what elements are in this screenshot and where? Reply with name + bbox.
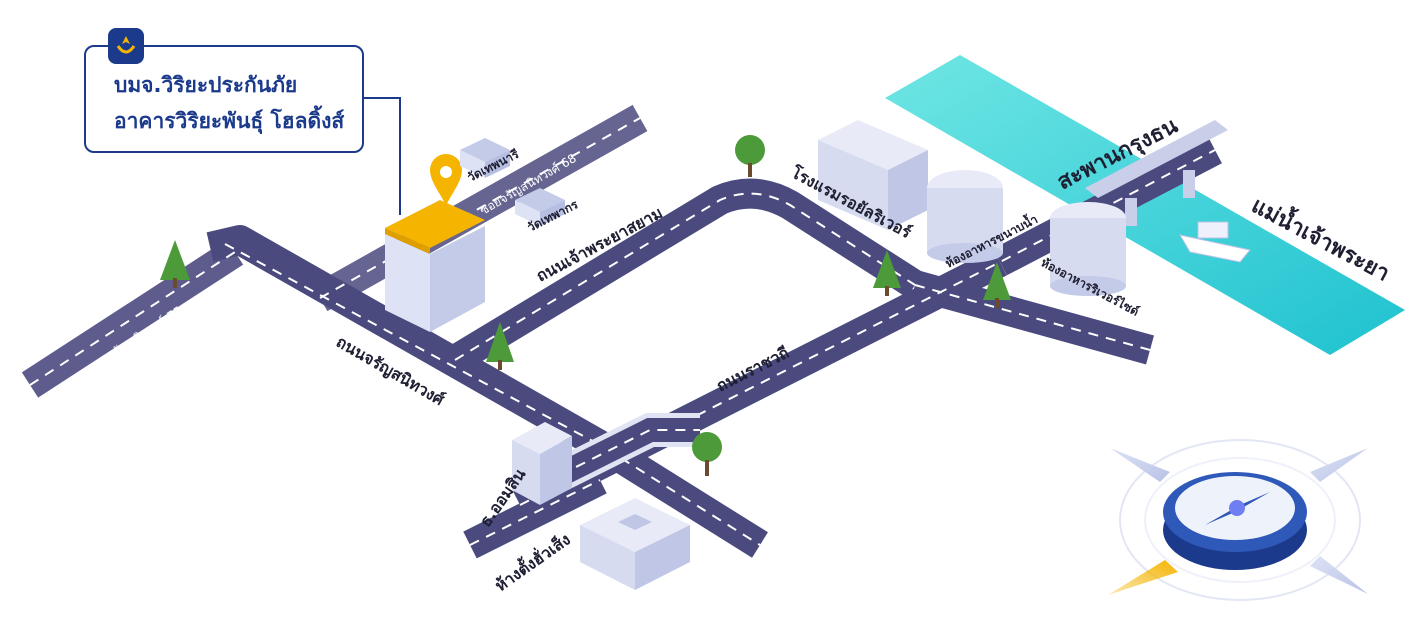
tree-2 [486,322,514,370]
company-callout: บมจ.วิริยะประกันภัย อาคารวิริยะพันธุ์ โฮ… [84,45,364,153]
temple-thepakorn [515,188,565,226]
overpass [552,413,700,491]
tree-3 [735,135,765,177]
callout-connector [362,97,401,215]
bank-building [512,422,572,505]
krung-thon-bridge [1085,120,1228,226]
tree-6 [692,432,722,476]
restaurant-riverside-building [1050,202,1126,296]
tree-1 [160,240,190,288]
boat [1178,221,1251,263]
tree-5 [983,262,1011,308]
store-building [580,498,690,590]
company-building: อาคารวิริยะพันธุ์ โฮลดิ้งส์ [114,109,345,133]
company-name: บมจ.วิริยะประกันภัย [114,73,298,97]
trees [160,135,1011,476]
viriyah-building [385,200,485,332]
location-pin-icon [430,154,462,208]
hotel-building [818,120,928,230]
viriyah-logo-icon [108,28,144,64]
tree-4 [873,250,901,296]
restaurant-khanom-building [927,170,1003,263]
temple-thepnari [460,138,510,178]
compass-icon [1108,439,1368,601]
river [885,55,1405,355]
